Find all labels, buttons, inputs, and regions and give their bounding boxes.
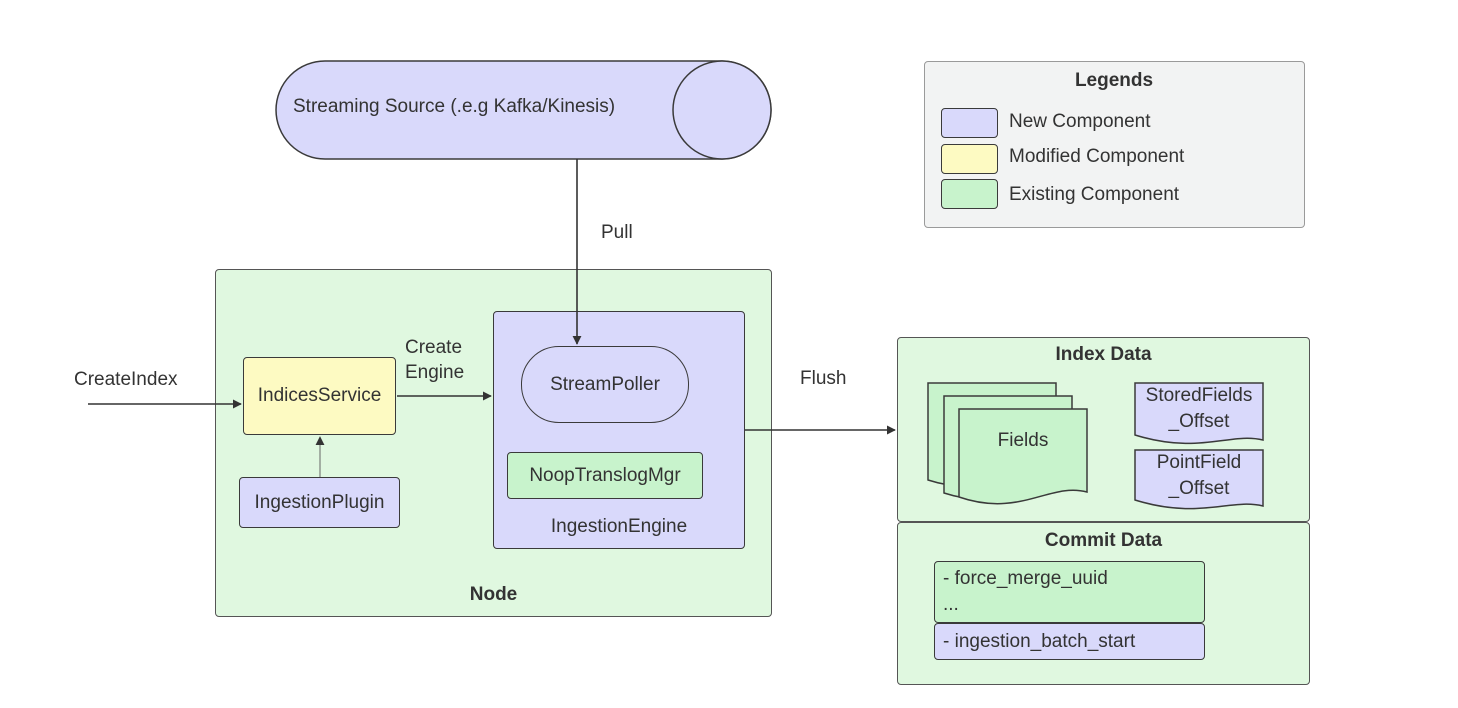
ingestion-engine-title: IngestionEngine — [550, 516, 688, 537]
legend-swatch-modified — [941, 144, 998, 174]
commit-existing-box — [934, 561, 1205, 623]
create-engine-label-line1: Create — [405, 337, 463, 358]
legend-swatch-new — [941, 108, 998, 138]
ingestion-plugin-label: IngestionPlugin — [254, 491, 385, 513]
legend-title: Legends — [1074, 70, 1154, 91]
point-field-label-line1: PointField — [1156, 452, 1242, 473]
indices-service-box: IndicesService — [243, 357, 396, 435]
create-index-label: CreateIndex — [74, 369, 178, 390]
translog-mgr-box: NoopTranslogMgr — [507, 452, 703, 499]
legend-panel: Legends New Component Modified Component… — [924, 61, 1305, 228]
stream-poller-box: StreamPoller — [521, 346, 689, 423]
stored-fields-label-line2: _Offset — [1168, 411, 1230, 432]
streaming-source-label: Streaming Source (.e.g Kafka/Kinesis) — [293, 96, 616, 117]
commit-existing-line2: ... — [943, 594, 959, 615]
index-data-title: Index Data — [1055, 344, 1152, 365]
pull-label: Pull — [601, 222, 633, 243]
fields-label: Fields — [997, 430, 1049, 451]
point-field-document — [1134, 449, 1264, 510]
fields-document-stack — [927, 382, 1088, 505]
create-engine-label-line2: Engine — [405, 362, 465, 383]
legend-label-new: New Component — [1009, 111, 1151, 132]
flush-label: Flush — [800, 368, 847, 389]
stored-fields-document — [1134, 382, 1264, 445]
legend-label-modified: Modified Component — [1009, 146, 1185, 167]
node-title: Node — [469, 584, 518, 605]
legend-label-existing: Existing Component — [1009, 184, 1180, 205]
legend-swatch-existing — [941, 179, 998, 209]
indices-service-label: IndicesService — [257, 385, 382, 406]
commit-existing-line1: - force_merge_uuid — [943, 568, 1108, 589]
commit-data-title: Commit Data — [1044, 530, 1163, 551]
stream-poller-label: StreamPoller — [550, 373, 660, 395]
fields-document-front — [958, 408, 1088, 505]
translog-mgr-label: NoopTranslogMgr — [529, 464, 681, 486]
stored-fields-label-line1: StoredFields — [1145, 385, 1253, 406]
commit-new-box — [934, 623, 1205, 660]
commit-new-line: - ingestion_batch_start — [943, 631, 1136, 652]
point-field-label-line2: _Offset — [1168, 478, 1230, 499]
ingestion-plugin-box: IngestionPlugin — [239, 477, 400, 528]
